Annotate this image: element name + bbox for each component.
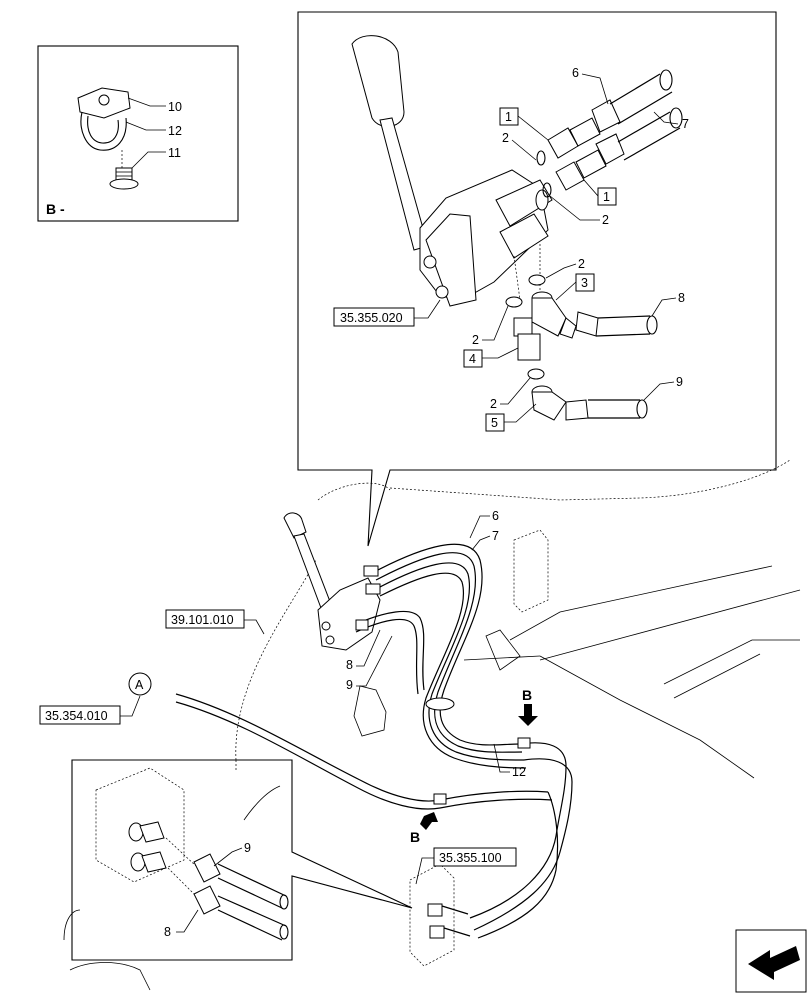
callout-7-main: 7 <box>492 529 499 543</box>
main-control-lever <box>283 512 381 651</box>
callout-2c: 2 <box>578 257 585 271</box>
callout-2b: 2 <box>602 213 609 227</box>
connector-circle-a <box>128 672 152 696</box>
elbow-fitting-5 <box>531 385 589 421</box>
tee-fitting <box>513 317 541 361</box>
view-b-arrow-lower: B <box>410 812 438 845</box>
view-b-arrow-upper: B <box>518 687 538 726</box>
ref-box-39-101-010[interactable] <box>165 609 245 629</box>
adapter-fitting-lower <box>542 133 625 198</box>
svg-text:B: B <box>410 829 420 845</box>
next-page-icon[interactable] <box>735 929 807 993</box>
detail-top-panel: 1 1 3 4 5 6 7 2 2 2 2 2 8 9 35.355.02 <box>297 11 777 547</box>
box-5 <box>485 413 505 432</box>
adapter-fitting-upper <box>536 99 621 166</box>
callout-2e: 2 <box>490 397 497 411</box>
callout-2a: 2 <box>502 131 509 145</box>
control-lever <box>351 35 553 307</box>
valve-block-lower <box>409 863 471 967</box>
callout-10: 10 <box>168 100 182 114</box>
boxed-callout-1b: 1 <box>603 190 610 204</box>
boxed-callout-1a: 1 <box>505 110 512 124</box>
callout-6-top: 6 <box>572 66 579 80</box>
callout-12-main: 12 <box>512 765 526 779</box>
callout-2d: 2 <box>472 333 479 347</box>
box-4 <box>463 349 483 368</box>
boxed-callout-5: 5 <box>491 416 498 430</box>
ref-box-35-355-100[interactable] <box>433 847 517 867</box>
ref-box-35-355-020[interactable] <box>333 307 415 327</box>
callout-11: 11 <box>168 146 181 160</box>
callout-6-main: 6 <box>492 509 499 523</box>
ref-35-354-010[interactable]: 35.354.010 <box>45 709 108 723</box>
screw-part <box>109 167 139 190</box>
clamp-part <box>77 87 131 151</box>
ref-35-355-100[interactable]: 35.355.100 <box>439 851 502 865</box>
hose-fittings-bottom <box>193 853 289 941</box>
boxed-callout-3: 3 <box>581 276 588 290</box>
callout-7-top: 7 <box>682 117 689 131</box>
ref-35-355-020[interactable]: 35.355.020 <box>340 311 403 325</box>
callout-9-bottom: 9 <box>244 841 251 855</box>
callout-8-main: 8 <box>346 658 353 672</box>
hose-bundle <box>175 543 573 939</box>
box-1-lower <box>597 187 617 206</box>
ref-39-101-010[interactable]: 39.101.010 <box>171 613 234 627</box>
machine-outline <box>63 459 801 991</box>
callout-9-top: 9 <box>676 375 683 389</box>
ref-box-35-354-010[interactable] <box>39 705 121 725</box>
detail-b-panel: 10 12 11 B - <box>37 45 239 222</box>
detail-bottom-panel: 9 8 <box>71 759 413 961</box>
callout-8-bottom: 8 <box>164 925 171 939</box>
callout-8-top: 8 <box>678 291 685 305</box>
callout-9-main: 9 <box>346 678 353 692</box>
valve-ports <box>128 821 197 897</box>
callout-12: 12 <box>168 124 182 138</box>
svg-text:B: B <box>522 687 532 703</box>
connector-label-a: A <box>135 678 144 692</box>
boxed-callout-4: 4 <box>469 352 476 366</box>
view-b-label: B - <box>46 201 65 217</box>
elbow-fitting-3 <box>531 291 599 339</box>
